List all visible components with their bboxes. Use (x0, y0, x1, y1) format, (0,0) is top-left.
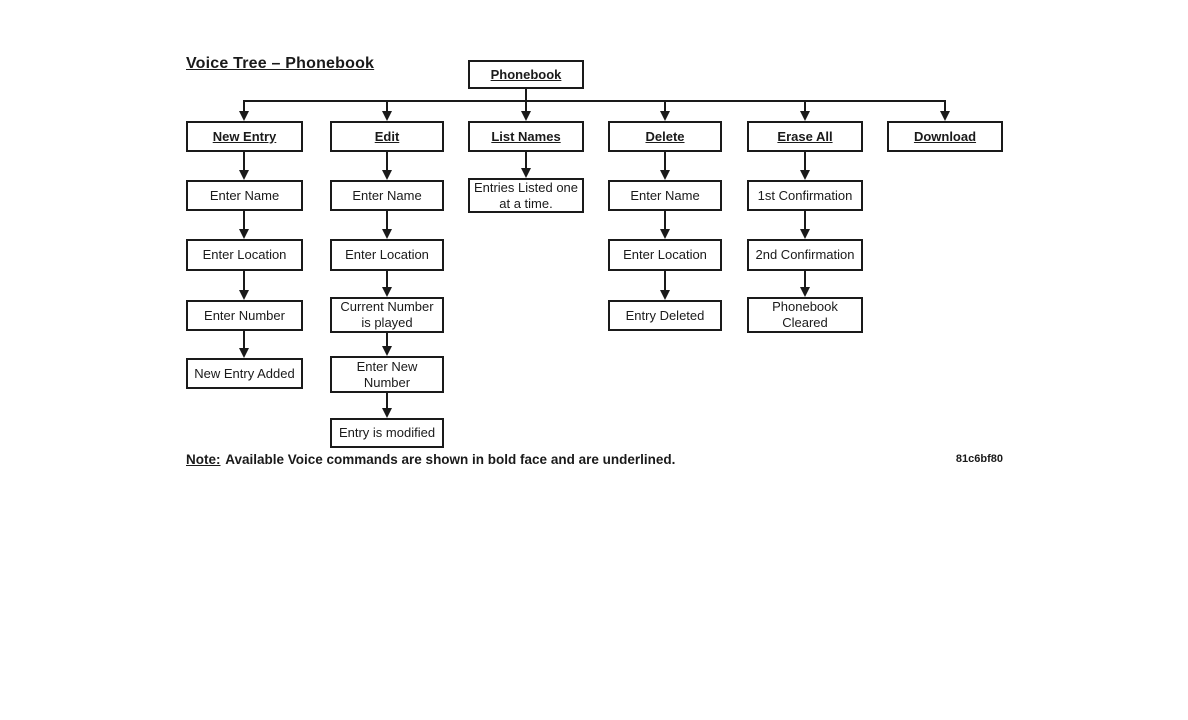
connector-delete-3 (660, 271, 670, 300)
node-new-entry-added: New Entry Added (186, 358, 303, 389)
note: Note: Available Voice commands are shown … (186, 452, 675, 467)
connector-rail-to-delete (660, 101, 670, 121)
connector-delete-1 (660, 152, 670, 180)
node-delete-enter-location: Enter Location (608, 239, 722, 271)
node-erase-all-1st-confirmation: 1st Confirmation (747, 180, 863, 211)
connector-rail-to-erase-all (800, 101, 810, 121)
connector-rail-to-list-names (521, 101, 531, 121)
node-edit-enter-new-number: Enter New Number (330, 356, 444, 393)
node-delete-enter-name: Enter Name (608, 180, 722, 211)
connector-new-entry-2 (239, 211, 249, 239)
node-edit-current-number-played: Current Number is played (330, 297, 444, 333)
connector-edit-3 (382, 271, 392, 297)
node-new-entry-enter-number: Enter Number (186, 300, 303, 331)
node-cmd-edit: Edit (330, 121, 444, 152)
connector-horizontal-rail (243, 100, 946, 102)
node-new-entry-enter-name: Enter Name (186, 180, 303, 211)
connector-delete-2 (660, 211, 670, 239)
connector-edit-4 (382, 333, 392, 356)
connector-erase-all-1 (800, 152, 810, 180)
node-delete-entry-deleted: Entry Deleted (608, 300, 722, 331)
connector-edit-2 (382, 211, 392, 239)
connector-new-entry-3 (239, 271, 249, 300)
node-edit-enter-name: Enter Name (330, 180, 444, 211)
node-cmd-erase-all: Erase All (747, 121, 863, 152)
connector-edit-1 (382, 152, 392, 180)
connector-root-stub (525, 88, 527, 101)
connector-rail-to-new-entry (239, 101, 249, 121)
node-erase-all-2nd-confirmation: 2nd Confirmation (747, 239, 863, 271)
note-text: Available Voice commands are shown in bo… (225, 452, 676, 467)
connector-rail-to-edit (382, 101, 392, 121)
node-new-entry-enter-location: Enter Location (186, 239, 303, 271)
note-label: Note: (186, 452, 221, 467)
connector-erase-all-3 (800, 271, 810, 297)
connector-erase-all-2 (800, 211, 810, 239)
node-cmd-new-entry: New Entry (186, 121, 303, 152)
node-cmd-list-names: List Names (468, 121, 584, 152)
figure-code: 81c6bf80 (955, 453, 1003, 465)
node-cmd-download: Download (887, 121, 1003, 152)
node-edit-entry-modified: Entry is modified (330, 418, 444, 448)
connector-new-entry-4 (239, 331, 249, 358)
diagram-title: Voice Tree – Phonebook (186, 55, 375, 72)
node-list-names-entries-listed: Entries Listed one at a time. (468, 178, 584, 213)
connector-rail-to-download (940, 101, 950, 121)
node-phonebook: Phonebook (468, 60, 584, 89)
node-edit-enter-location: Enter Location (330, 239, 444, 271)
connector-edit-5 (382, 393, 392, 418)
node-erase-all-phonebook-cleared: Phonebook Cleared (747, 297, 863, 333)
connector-new-entry-1 (239, 152, 249, 180)
connector-list-names-1 (521, 152, 531, 178)
node-cmd-delete: Delete (608, 121, 722, 152)
